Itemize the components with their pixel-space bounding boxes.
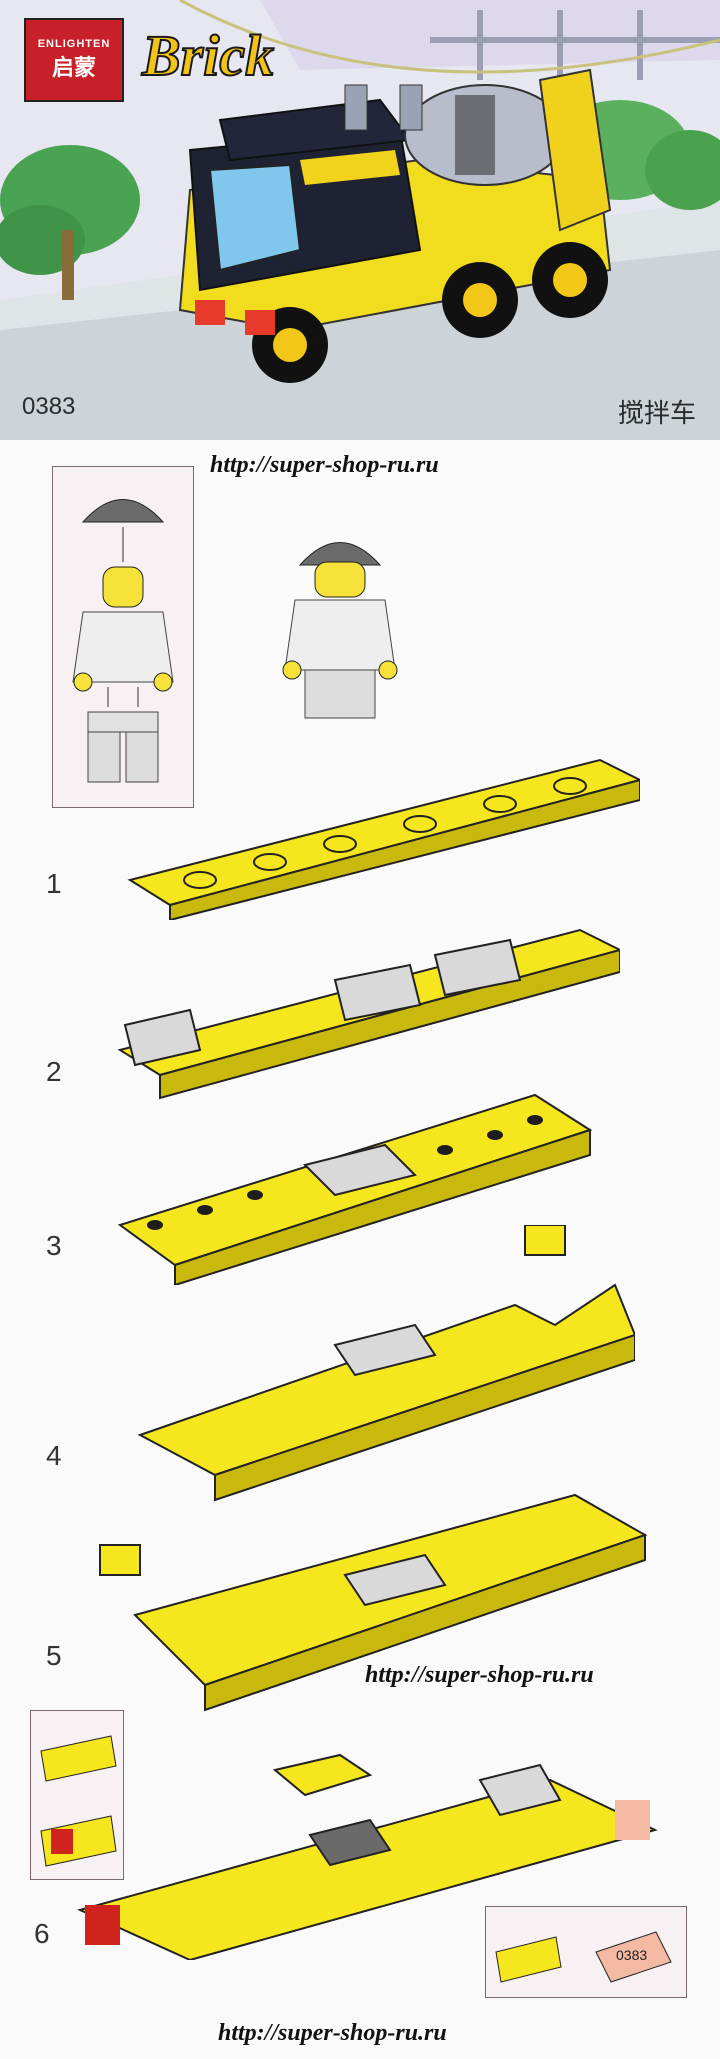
cover-illustration (0, 0, 720, 440)
brand-logo: ENLIGHTEN 启蒙 Brick (24, 18, 275, 102)
cover-image: ENLIGHTEN 启蒙 Brick 0383 搅拌车 (0, 0, 720, 440)
watermark-bottom: http://super-shop-ru.ru (218, 2020, 447, 2046)
step-number-5: 5 (46, 1640, 62, 1671)
step-3-illustration (117, 1093, 593, 1285)
brand-cn-text: 启蒙 (51, 55, 96, 80)
step-6-illustration (77, 1753, 658, 1960)
brand-sub-text: ENLIGHTEN (37, 38, 111, 50)
step-number-4: 4 (46, 1440, 62, 1471)
minifig-assembled (282, 542, 398, 719)
callout-right-parts (495, 1931, 672, 1983)
set-title: 搅拌车 (617, 398, 696, 428)
brand-word: Brick (141, 22, 275, 89)
step-5-illustration (99, 1493, 648, 1712)
watermark-top: http://super-shop-ru.ru (210, 452, 439, 478)
plate-label: 0383 (616, 1947, 648, 1963)
brand-badge: ENLIGHTEN 启蒙 (24, 18, 124, 102)
step-number-6: 6 (34, 1918, 50, 1949)
step-1-illustration (127, 758, 640, 920)
step-6-callout-left (30, 1710, 124, 1880)
step-number-3: 3 (46, 1230, 62, 1261)
callout-left-parts (40, 1735, 117, 1867)
watermark-middle: http://super-shop-ru.ru (365, 1662, 594, 1688)
step-number-2: 2 (46, 1056, 62, 1087)
minifig-callout (52, 466, 194, 808)
step-2-illustration (117, 928, 620, 1100)
set-number: 0383 (22, 393, 76, 420)
step-6-callout-right: 0383 (485, 1906, 687, 1998)
minifig-parts-illustration (72, 499, 174, 783)
step-number-1: 1 (46, 868, 62, 899)
step-4-illustration (137, 1225, 635, 1502)
